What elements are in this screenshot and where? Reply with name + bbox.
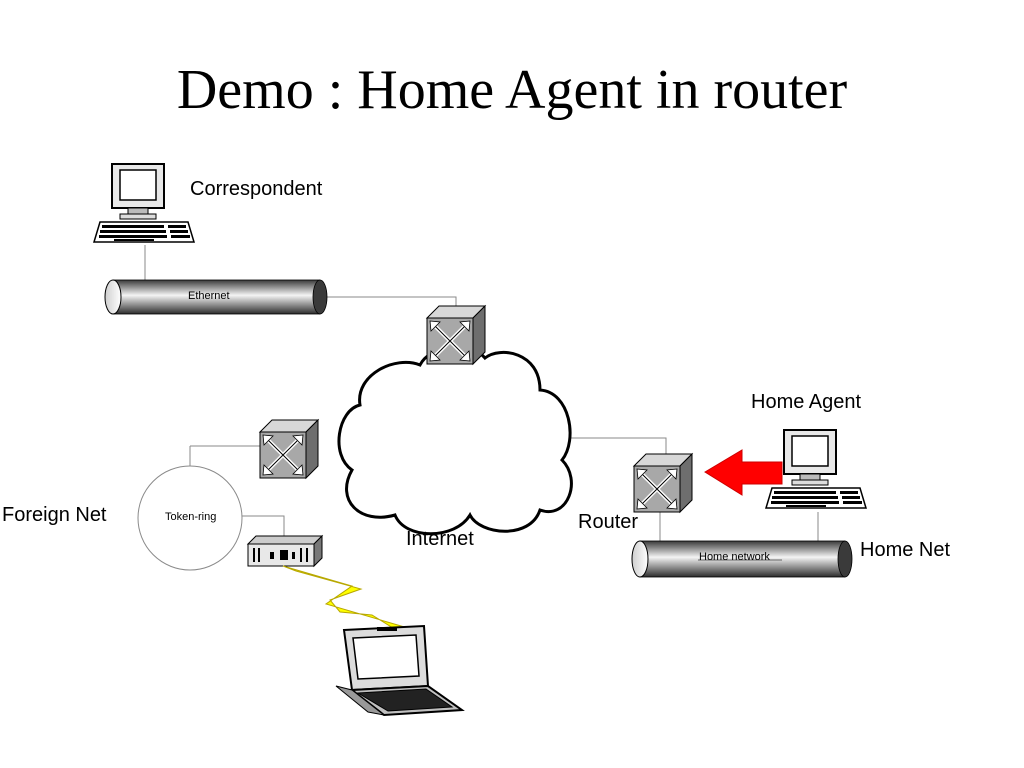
foreign-router-icon xyxy=(258,418,320,480)
token-ring-icon xyxy=(137,465,243,571)
router-label: Router xyxy=(578,511,639,533)
token-ring-label: Token-ring xyxy=(165,511,217,523)
internet-cloud xyxy=(337,345,573,536)
foreign-net-label: Foreign Net xyxy=(2,504,107,526)
correspondent-label: Correspondent xyxy=(190,178,323,200)
ethernet-segment xyxy=(104,279,328,315)
home-network-segment xyxy=(631,540,853,578)
home-agent-label: Home Agent xyxy=(751,391,862,413)
laptop-icon xyxy=(335,624,465,717)
correspondent-computer-icon xyxy=(93,163,195,243)
home-router-icon xyxy=(632,452,694,514)
internet-router-icon xyxy=(425,304,487,366)
access-point-icon xyxy=(246,534,324,568)
ethernet-label: Ethernet xyxy=(188,290,230,302)
red-arrow-icon xyxy=(704,449,783,496)
slide-title: Demo : Home Agent in router xyxy=(176,59,848,121)
internet-label: Internet xyxy=(406,528,474,550)
home-net-label: Home Net xyxy=(860,539,951,561)
home-network-label: Home network xyxy=(699,551,770,563)
